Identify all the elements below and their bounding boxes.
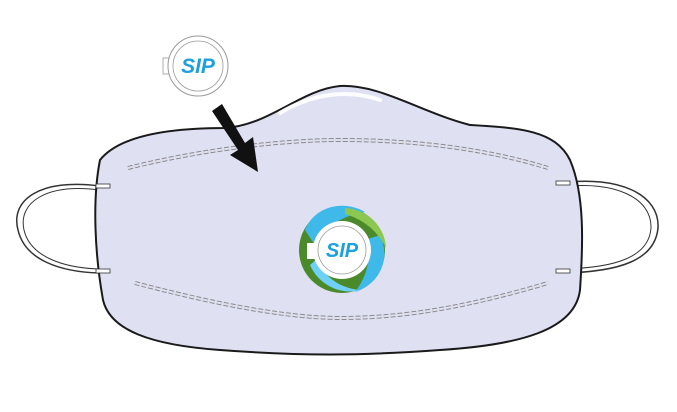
left-ear-loop [16,183,101,274]
arrow-down-right-icon [212,104,258,172]
right-loop-tab-bottom [555,268,571,274]
valve-logo-text: SIP [326,240,359,262]
right-ear-loop-inner [559,185,652,270]
right-ear-loop [559,180,659,274]
lower-stitch-line-inner [134,282,549,320]
left-ear-loop-inner [22,188,101,270]
right-loop-tab-top [555,180,571,186]
left-loop-tab-bottom [95,268,111,274]
sip-logo-badge: SIP [162,35,229,97]
left-loop-tab-top [95,183,111,189]
sip-valve: SIP [299,205,386,293]
upper-stitch-line-inner [127,138,549,169]
nose-wire-highlight [278,92,382,115]
sip-logo-text: SIP [181,55,216,78]
